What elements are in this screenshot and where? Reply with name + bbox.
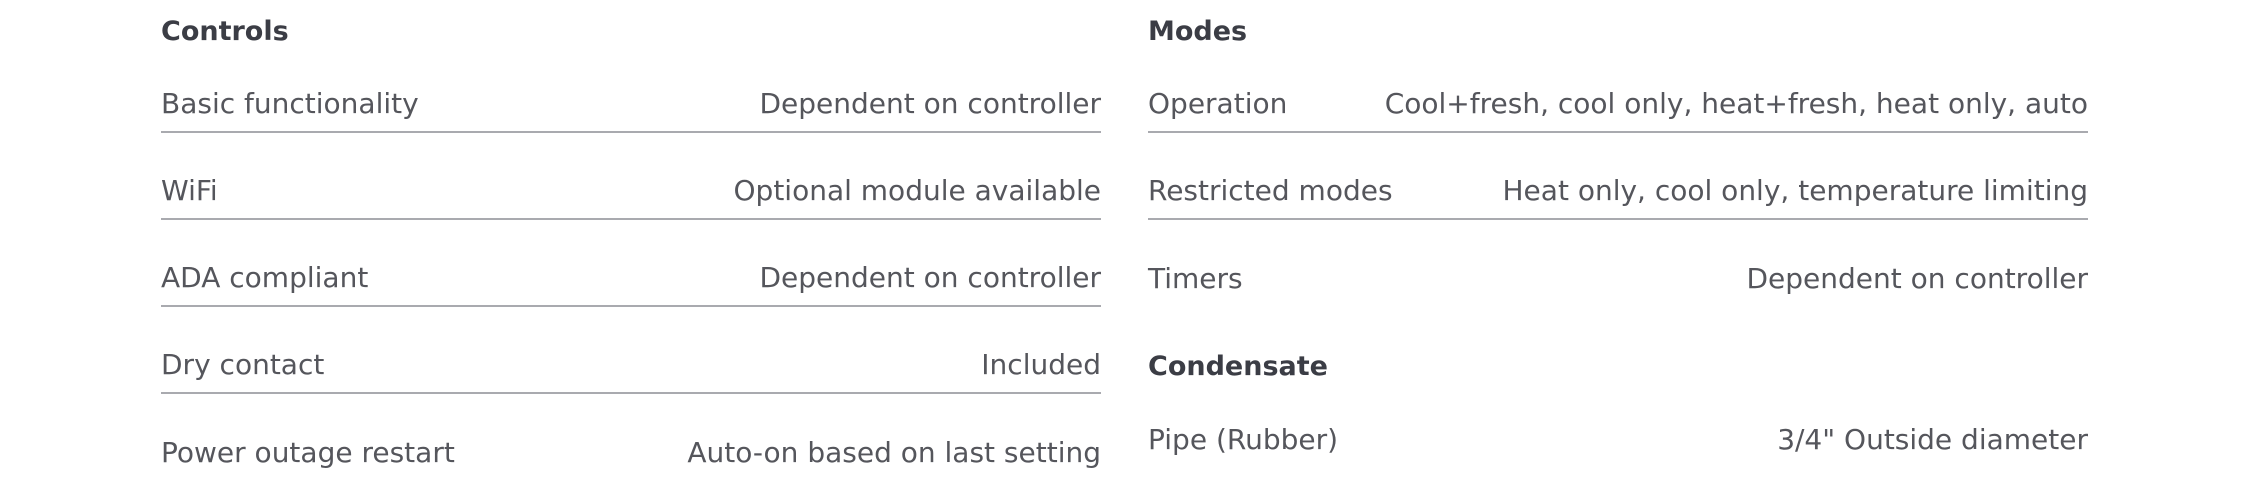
spec-value: Included <box>981 348 1101 381</box>
spec-row-basic-functionality: Basic functionality Dependent on control… <box>161 46 1101 133</box>
spec-value: Auto-on based on last setting <box>687 436 1101 469</box>
spec-row-timers: Timers Dependent on controller <box>1148 220 2088 307</box>
spec-row-pipe-rubber: Pipe (Rubber) 3/4" Outside diameter <box>1148 381 2088 468</box>
modes-title: Modes <box>1148 16 1248 47</box>
controls-title: Controls <box>161 16 289 47</box>
spec-label: Dry contact <box>161 348 325 381</box>
modes-section: Modes Operation Cool+fresh, cool only, h… <box>1148 0 2088 468</box>
condensate-title: Condensate <box>1148 351 1328 382</box>
spec-label: Pipe (Rubber) <box>1148 423 1339 456</box>
spec-value: Optional module available <box>733 174 1102 207</box>
spec-label: Basic functionality <box>161 87 419 120</box>
spec-label: ADA compliant <box>161 261 369 294</box>
spec-label: Operation <box>1148 87 1288 120</box>
spec-value: Dependent on controller <box>759 87 1101 120</box>
spec-row-dry-contact: Dry contact Included <box>161 307 1101 394</box>
spec-value: Dependent on controller <box>759 261 1101 294</box>
spec-label: WiFi <box>161 174 218 207</box>
spec-value: Heat only, cool only, temperature limiti… <box>1502 174 2089 207</box>
spec-row-ada-compliant: ADA compliant Dependent on controller <box>161 220 1101 307</box>
spec-value: Cool+fresh, cool only, heat+fresh, heat … <box>1384 87 2088 120</box>
spec-label: Restricted modes <box>1148 174 1393 207</box>
spec-row-restricted-modes: Restricted modes Heat only, cool only, t… <box>1148 133 2088 220</box>
spec-value: 3/4" Outside diameter <box>1777 423 2088 456</box>
spec-label: Timers <box>1148 262 1243 295</box>
controls-section: Controls Basic functionality Dependent o… <box>161 0 1101 481</box>
spec-row-operation: Operation Cool+fresh, cool only, heat+fr… <box>1148 46 2088 133</box>
spec-row-wifi: WiFi Optional module available <box>161 133 1101 220</box>
spec-label: Power outage restart <box>161 436 455 469</box>
spec-value: Dependent on controller <box>1746 262 2088 295</box>
spec-row-power-outage-restart: Power outage restart Auto-on based on la… <box>161 394 1101 481</box>
